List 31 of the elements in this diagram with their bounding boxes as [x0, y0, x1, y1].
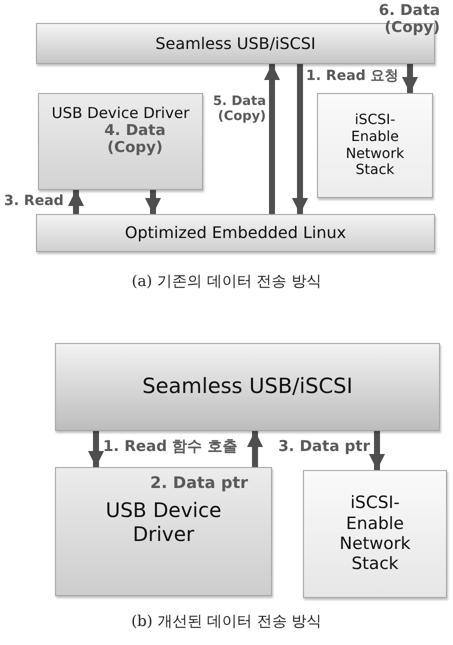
layer-box — [38, 93, 203, 190]
layer-box — [36, 214, 435, 252]
edge-label: 2. Data ptr — [149, 474, 248, 492]
arrow — [402, 64, 418, 93]
layer-box — [55, 467, 272, 596]
arrow — [68, 190, 84, 214]
layer-name: iSCSI- Enable Network Stack — [338, 493, 412, 575]
arrow — [247, 431, 263, 467]
layer-name: Seamless USB/iSCSI — [142, 374, 353, 400]
edge-label: 6. Data (Copy) — [378, 2, 440, 36]
arrow — [292, 64, 308, 214]
edge-label: 1. Read 요청 — [306, 68, 399, 84]
caption: (b) 개선된 데이터 전송 방식 — [130, 612, 323, 631]
layer-name: USB Device Driver — [52, 104, 190, 122]
layer-name: Optimized Embedded Linux — [124, 223, 346, 243]
edge-label: 4. Data (Copy) — [103, 122, 167, 156]
arrow — [145, 190, 161, 214]
arrow — [264, 64, 280, 214]
layer-box — [317, 93, 433, 198]
edge-label: 5. Data (Copy) — [212, 95, 266, 125]
caption: (a) 기존의 데이터 전송 방식 — [130, 272, 322, 291]
edge-label: 3. Read — [4, 193, 64, 210]
layer-name: iSCSI- Enable Network Stack — [344, 112, 406, 180]
arrow — [369, 431, 385, 470]
layer-box — [55, 343, 440, 431]
layer-box — [303, 470, 447, 598]
edge-label: 1. Read 함수 호출 — [103, 438, 238, 456]
layer-name: USB Device Driver — [104, 498, 222, 546]
layer-name: Seamless USB/iSCSI — [155, 34, 316, 54]
arrow — [88, 431, 104, 467]
edge-label: 3. Data ptr — [277, 438, 370, 456]
